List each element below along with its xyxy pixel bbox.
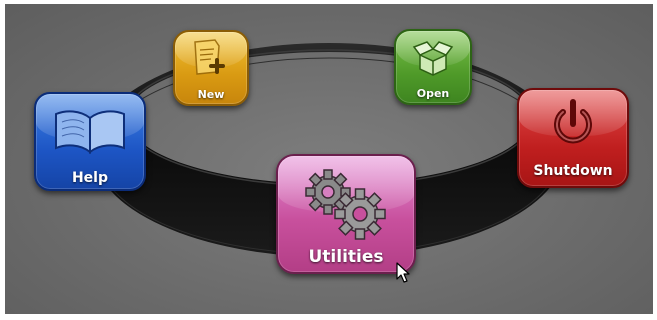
- utilities-button[interactable]: Utilities: [276, 154, 416, 274]
- help-label: Help: [71, 170, 109, 186]
- new-button[interactable]: New: [173, 30, 249, 106]
- gears-icon: [305, 169, 386, 240]
- shutdown-label: Shutdown: [533, 163, 613, 179]
- mouse-cursor-icon: [396, 262, 410, 283]
- carousel-menu: New Open Help Shutdown: [5, 4, 653, 314]
- utilities-label: Utilities: [308, 247, 384, 267]
- new-document-icon: [194, 39, 225, 75]
- open-box-icon: [412, 41, 454, 76]
- shutdown-button[interactable]: Shutdown: [517, 88, 629, 188]
- new-label: New: [197, 88, 225, 101]
- open-label: Open: [416, 87, 450, 100]
- open-book-icon: [55, 110, 125, 155]
- open-button[interactable]: Open: [394, 29, 472, 105]
- help-button[interactable]: Help: [34, 92, 146, 191]
- power-icon: [554, 99, 592, 144]
